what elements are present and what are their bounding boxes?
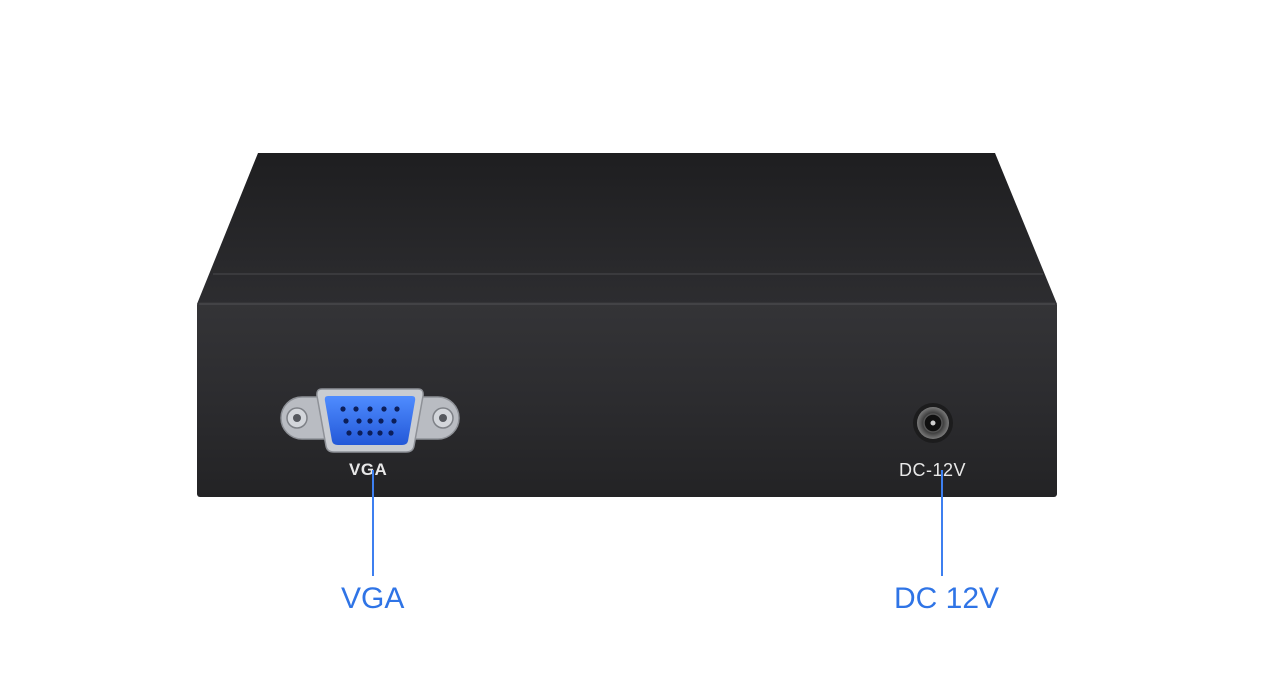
vga-callout-label: VGA — [341, 582, 405, 615]
dc-panel-label: DC-12V — [899, 460, 967, 480]
dc-callout-label: DC 12V — [894, 582, 1000, 615]
vga-panel-label: VGA — [349, 460, 388, 479]
vga-callout-line — [372, 470, 374, 576]
device-top-surface — [197, 153, 1057, 304]
dc-jack-icon — [913, 403, 953, 443]
vga-port-icon — [280, 388, 460, 453]
dc-callout-line — [941, 470, 943, 576]
